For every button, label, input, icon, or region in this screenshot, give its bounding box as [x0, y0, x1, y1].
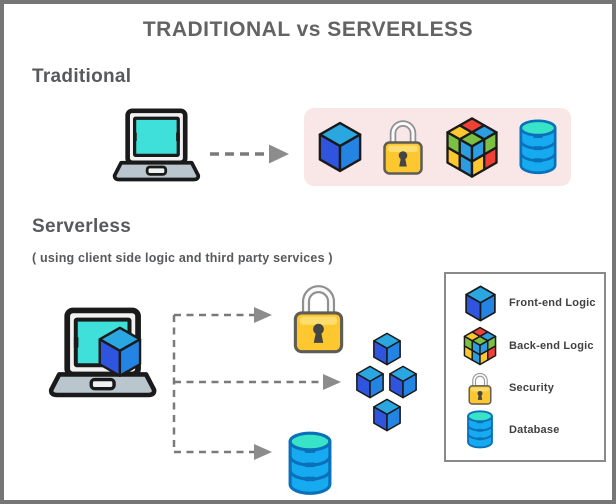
traditional-services-panel — [304, 108, 571, 186]
legend-label: Security — [509, 382, 555, 395]
legend-row-database: Database — [460, 410, 604, 449]
serverless-frontend-cubes-cluster — [354, 332, 420, 434]
blue-cube-icon — [355, 365, 385, 399]
dashed-arrow-icon — [210, 144, 289, 164]
blue-cube-icon — [372, 332, 402, 366]
serverless-heading: Serverless — [32, 216, 132, 237]
traditional-heading: Traditional — [32, 66, 132, 87]
legend-row-security: Security — [460, 371, 604, 406]
legend-row-backend: Back-end Logic — [460, 326, 604, 366]
blue-cube-icon — [460, 285, 500, 322]
database-icon — [518, 119, 558, 175]
legend-row-frontend: Front-end Logic — [460, 285, 604, 322]
blue-cube-icon — [388, 365, 418, 399]
legend-label: Database — [509, 423, 560, 436]
database-cylinder-icon — [460, 410, 500, 449]
padlock-icon — [460, 371, 500, 406]
legend-panel: Front-end Logic Back-end Logic Security … — [444, 272, 606, 462]
front-end-cube-icon — [317, 121, 363, 173]
legend-label: Front-end Logic — [509, 297, 596, 310]
serverless-security-lock-icon — [291, 281, 346, 356]
security-lock-icon — [381, 117, 425, 177]
connector-dashed-arrows — [172, 307, 341, 460]
serverless-database-icon — [287, 431, 333, 496]
legend-label: Back-end Logic — [509, 340, 594, 353]
laptop-icon — [107, 108, 204, 186]
rubiks-cube-icon — [460, 326, 500, 366]
blue-cube-icon — [372, 398, 402, 432]
back-end-rubik-icon — [444, 116, 500, 179]
serverless-subtitle: ( using client side logic and third part… — [32, 251, 333, 265]
laptop-with-cube-icon — [42, 307, 161, 403]
page-title: TRADITIONAL vs SERVERLESS — [142, 18, 474, 41]
